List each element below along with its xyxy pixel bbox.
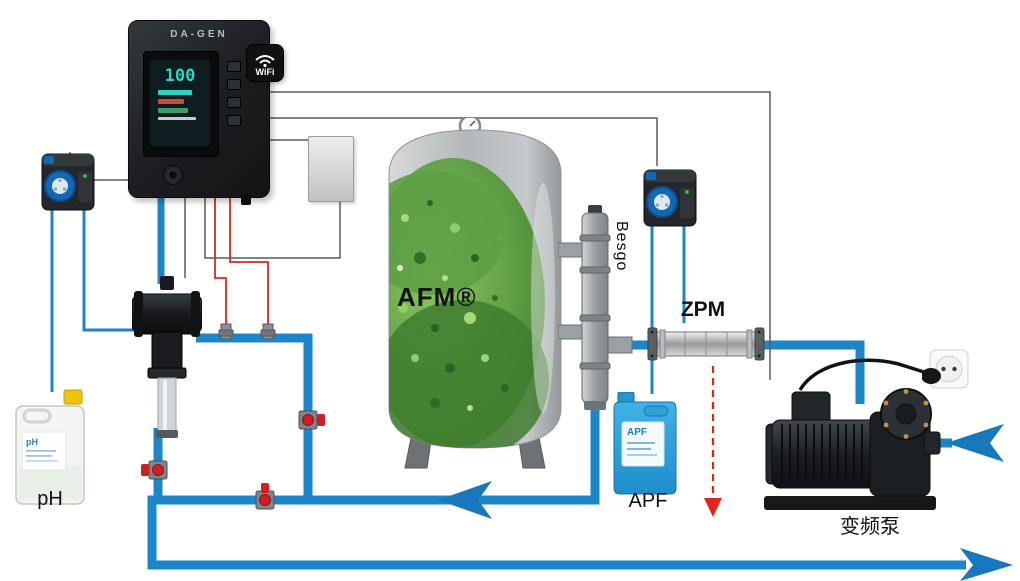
- wall-socket-icon: [921, 349, 969, 389]
- dosing-pump-ph: [40, 148, 96, 212]
- controller-bezel: 100: [143, 51, 219, 157]
- wire-controller-pump: [268, 91, 771, 380]
- screen-bar-3: [158, 108, 188, 113]
- power-cable: [798, 358, 931, 391]
- ph-container: pH: [10, 388, 90, 508]
- dosing-pump-apf-icon: [643, 169, 697, 227]
- afm-filter-tank: AFM®: [375, 114, 575, 470]
- valve-1: [141, 460, 168, 480]
- flow-arrow-outlet: [960, 548, 1013, 581]
- junction-box: [308, 136, 354, 202]
- controller-speaker: [163, 165, 183, 185]
- pipe-bypass: [196, 333, 313, 500]
- wire-controller-apf-pump: [268, 117, 658, 166]
- controller-button-2[interactable]: [227, 79, 241, 90]
- afm-tank-icon: [388, 114, 562, 469]
- ph-container-icon: pH: [15, 389, 85, 505]
- controller-screen-value: 100: [164, 66, 196, 86]
- valve-3: [298, 410, 325, 430]
- controller-button-1[interactable]: [227, 61, 241, 72]
- ph-label: pH: [37, 488, 63, 510]
- zpm-label: ZPM: [680, 298, 726, 321]
- apf-container: APF: [610, 391, 680, 497]
- injection-fitting-1: [218, 323, 234, 340]
- pump-label: 变频泵: [840, 516, 900, 538]
- wifi-icon: [255, 55, 275, 67]
- wifi-label: WiFi: [255, 67, 275, 77]
- screen-bar-2: [158, 99, 184, 104]
- inline-cell-icon: [131, 276, 203, 438]
- wire-red-1: [214, 196, 227, 324]
- dosing-pump-ph-icon: [41, 153, 95, 211]
- apf-container-icon: APF: [613, 391, 677, 495]
- afm-media: [389, 158, 555, 448]
- pipe-bottom-main: [147, 398, 966, 570]
- waste-arrowhead: [704, 498, 722, 517]
- screen-bar-1: [158, 90, 192, 95]
- injection-fitting-2: [260, 323, 276, 340]
- controller-screen: 100: [150, 60, 210, 146]
- apf-label: APF: [628, 490, 668, 512]
- wifi-badge: WiFi: [246, 44, 284, 82]
- vfd-pump-icon: [764, 388, 941, 510]
- vfd-pump: [758, 376, 943, 518]
- wire-red-2: [229, 196, 269, 324]
- power-plug: [921, 368, 941, 384]
- tube-ph-injection: [82, 210, 136, 332]
- besgo-valve-icon: [557, 205, 633, 410]
- wire-jbox-loop: [204, 195, 341, 259]
- inline-cell-assembly: [131, 276, 203, 440]
- controller-brand: DA-GEN: [170, 29, 228, 40]
- wall-socket: [921, 346, 972, 394]
- controller-cable-gland: [241, 193, 251, 205]
- zpm-mixer-icon: [647, 327, 765, 361]
- ph-container-label: pH: [26, 437, 38, 447]
- valve-2: [255, 483, 275, 510]
- controller-button-4[interactable]: [227, 115, 241, 126]
- zpm-mixer: [645, 320, 767, 368]
- flow-arrow-left-mid: [438, 481, 492, 519]
- dosing-pump-apf: [642, 164, 698, 228]
- screen-bar-4: [158, 117, 196, 120]
- besgo-label: Besgo: [613, 221, 630, 272]
- besgo-valve: Besgo: [557, 205, 636, 410]
- apf-container-label: APF: [627, 427, 647, 438]
- controller-button-3[interactable]: [227, 97, 241, 108]
- flow-arrow-pump-inlet: [946, 424, 1004, 462]
- afm-label: AFM®: [397, 282, 477, 312]
